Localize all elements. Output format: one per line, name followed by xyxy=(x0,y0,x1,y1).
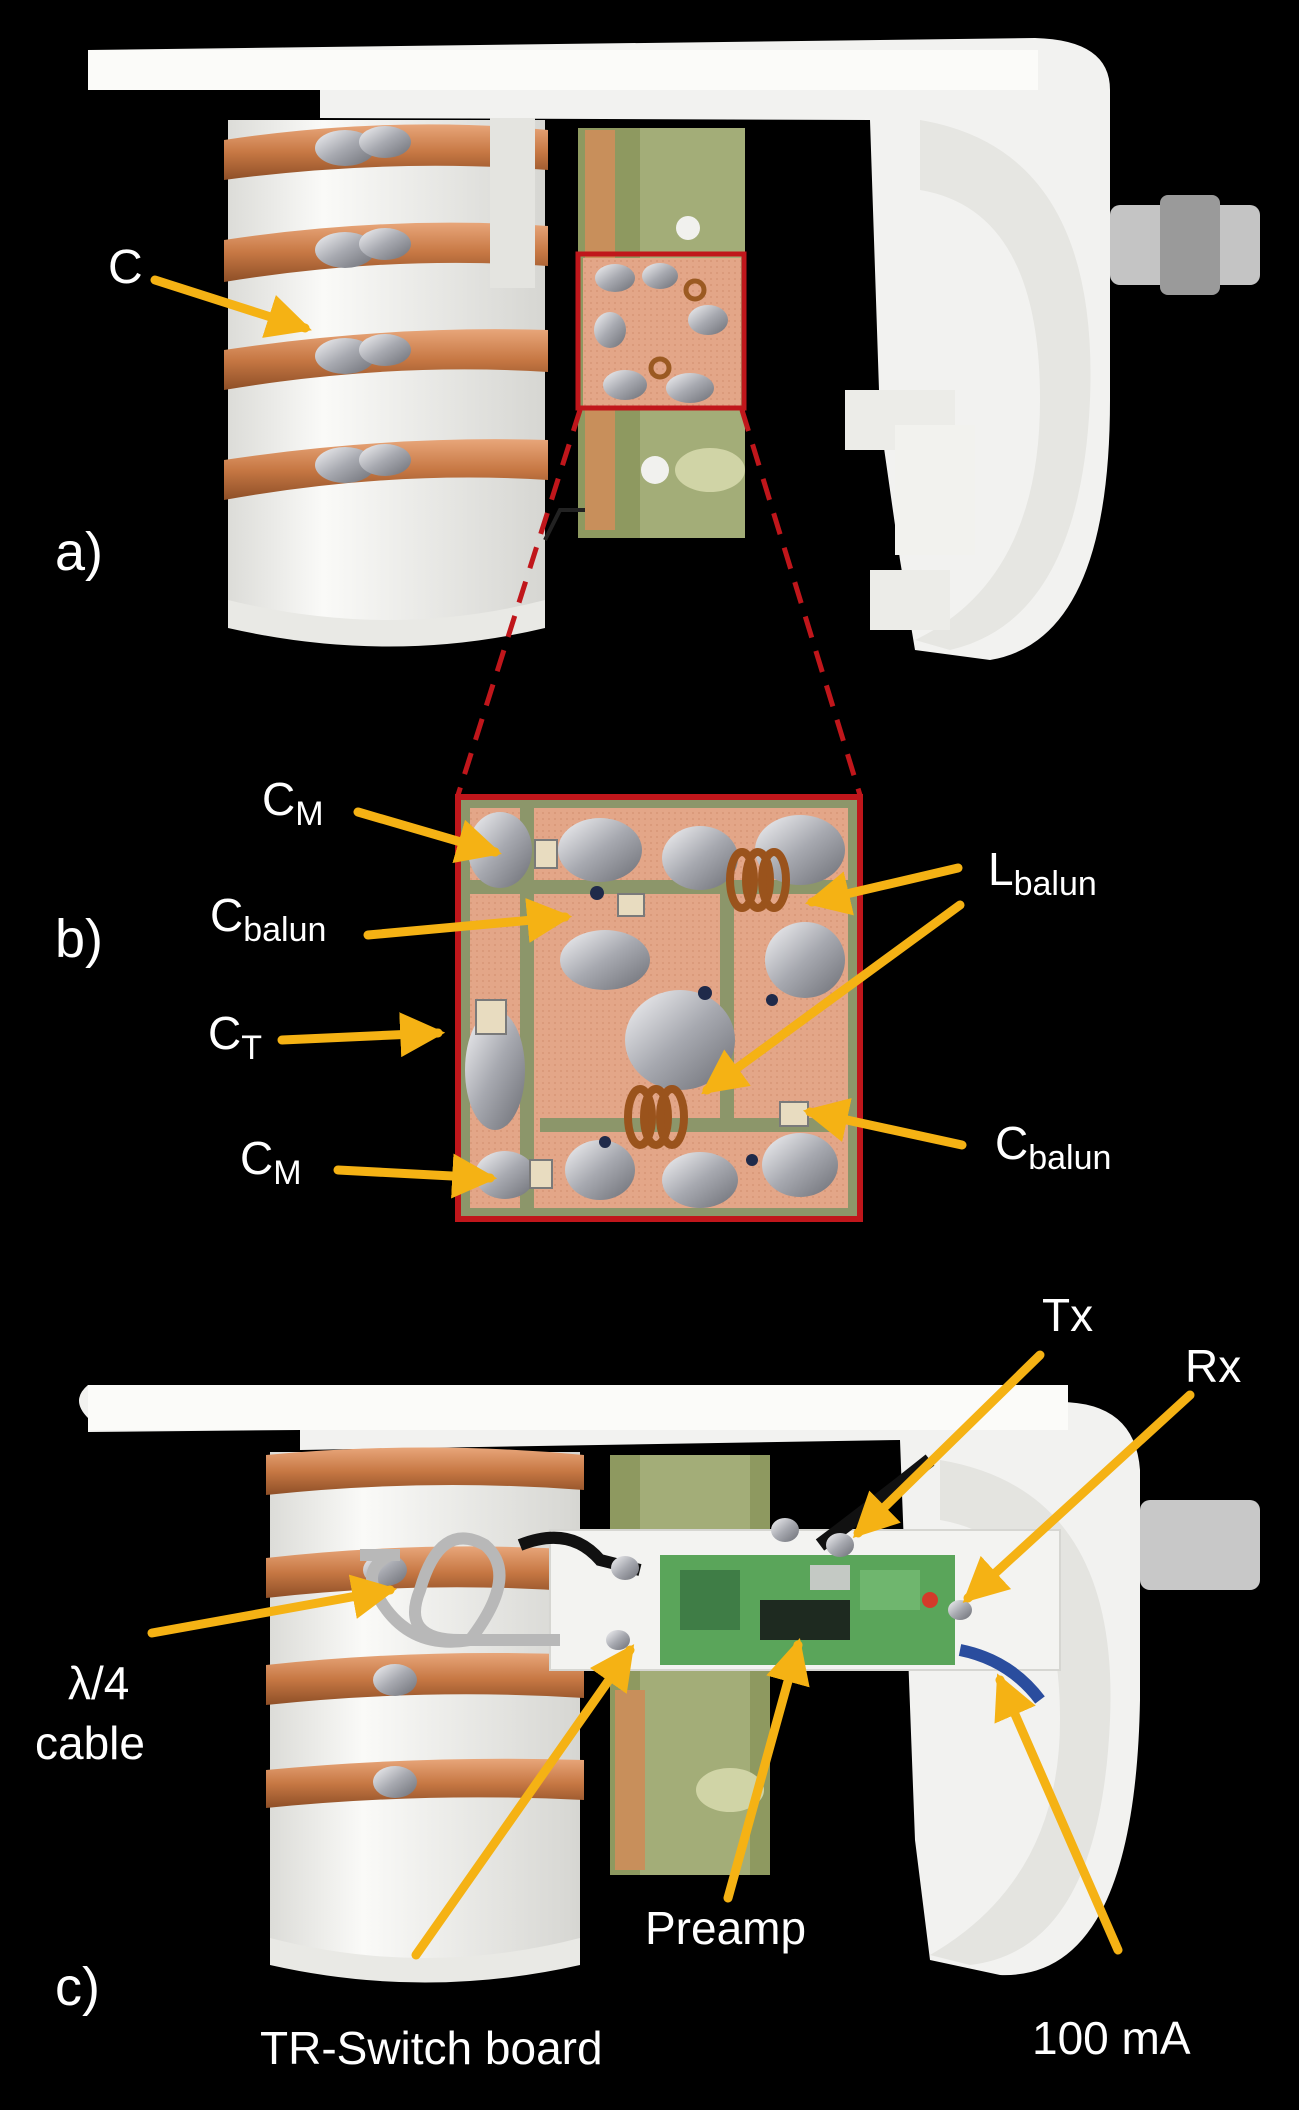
panel-a-photo xyxy=(88,38,1260,660)
annotation-arrows xyxy=(147,275,1195,1960)
label-lbalun-base: L xyxy=(988,843,1014,895)
label-rx: Rx xyxy=(1185,1340,1242,1392)
label-trswitch: TR-Switch board xyxy=(260,2022,603,2074)
label-cbalun-left: Cbalun xyxy=(210,892,326,947)
label-ct: CT xyxy=(208,1010,262,1065)
label-current: 100 mA xyxy=(1032,2012,1191,2064)
label-ct-sub: T xyxy=(241,1029,263,1067)
label-cbalun-left-base: C xyxy=(210,889,244,941)
arrow-preamp xyxy=(723,1638,810,1903)
arrow-cbalun-right xyxy=(802,1098,967,1150)
arrow-ct xyxy=(277,1012,446,1058)
label-cbalun-left-sub: balun xyxy=(243,911,327,949)
panel-label-b: b) xyxy=(55,909,104,969)
label-ct-base: C xyxy=(208,1007,242,1059)
panel-label-c: c) xyxy=(55,1957,100,2017)
panel-label-a: a) xyxy=(55,522,104,582)
label-tx: Tx xyxy=(1042,1289,1094,1341)
arrow-trswitch xyxy=(411,1644,635,1960)
arrow-lbalun-top xyxy=(804,863,963,916)
arrow-lambda-cable xyxy=(147,1574,398,1638)
label-lbalun-sub: balun xyxy=(1013,865,1097,903)
label-cbalun-right-sub: balun xyxy=(1028,1139,1112,1177)
label-c-coil: C xyxy=(108,241,143,294)
arrow-rx xyxy=(962,1390,1195,1603)
panel-c-photo xyxy=(79,1385,1260,1983)
label-lambda-cable-line2: cable xyxy=(35,1717,145,1769)
label-cm-bottom: CM xyxy=(240,1135,302,1190)
label-preamp: Preamp xyxy=(645,1902,807,1954)
arrow-cm-bottom xyxy=(333,1153,498,1199)
arrow-tx xyxy=(852,1350,1045,1539)
label-cm-top-base: C xyxy=(262,773,296,825)
label-lambda-cable-line1: λ/4 xyxy=(68,1657,130,1709)
label-cm-bottom-sub: M xyxy=(273,1154,302,1192)
zoom-lines xyxy=(455,409,863,796)
label-cbalun-right: Cbalun xyxy=(995,1120,1111,1175)
arrow-c-coil xyxy=(150,275,312,338)
arrow-cbalun-left xyxy=(363,898,573,943)
label-cm-bottom-base: C xyxy=(240,1132,274,1184)
panel-b-zoomed-board xyxy=(455,794,863,1222)
label-cm-top-sub: M xyxy=(295,795,324,833)
arrow-cm-top xyxy=(353,807,502,864)
arrow-lbalun-bottom xyxy=(701,900,965,1095)
arrow-current xyxy=(994,1673,1123,1955)
label-cbalun-right-base: C xyxy=(995,1117,1029,1169)
label-cm-top: CM xyxy=(262,776,324,831)
label-lbalun: Lbalun xyxy=(988,846,1097,901)
